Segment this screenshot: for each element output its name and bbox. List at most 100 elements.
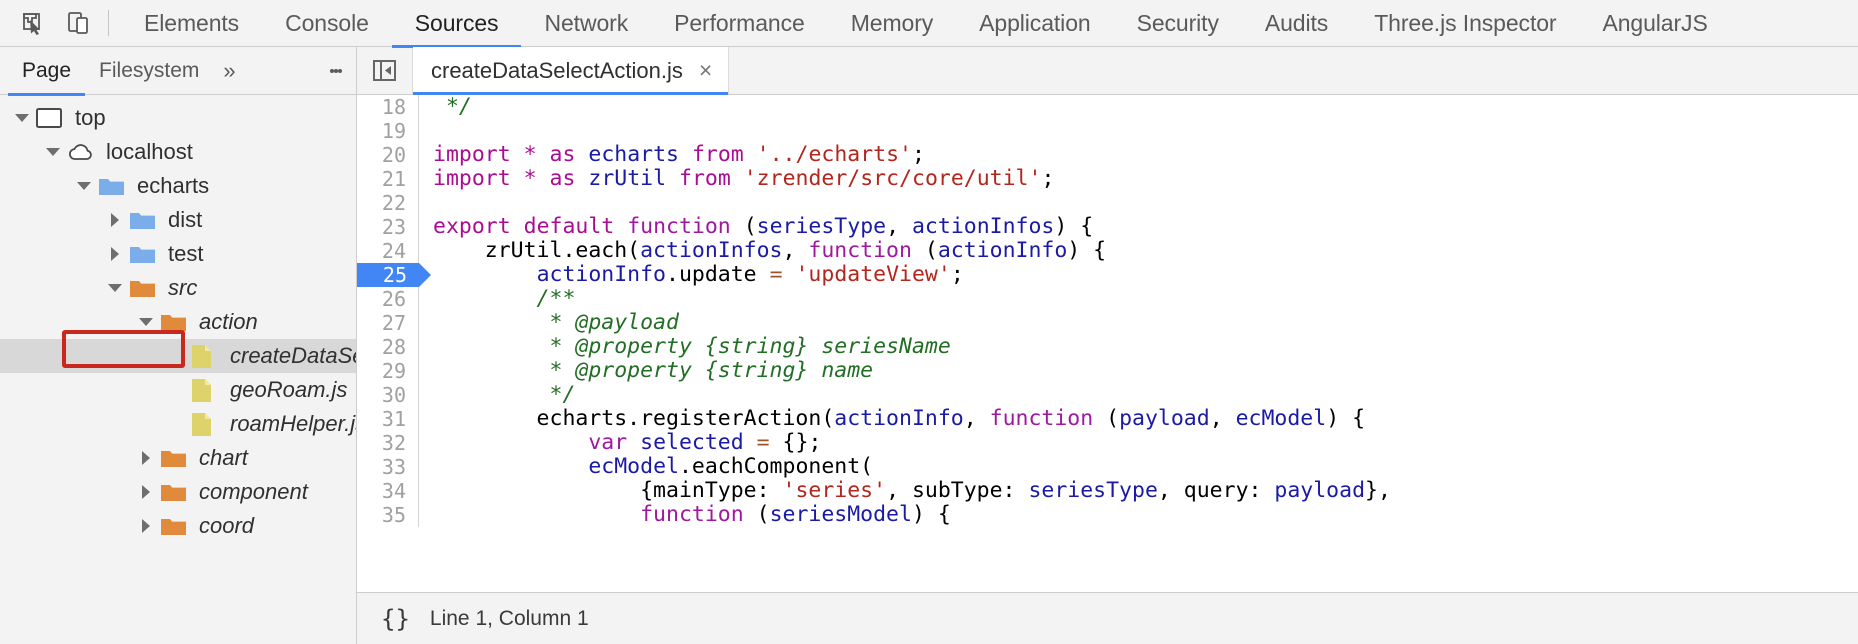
pretty-print-icon[interactable]: {} bbox=[381, 604, 410, 633]
tree-item-src[interactable]: src bbox=[0, 271, 356, 305]
line-number[interactable]: 27 bbox=[357, 311, 419, 335]
tree-item-component[interactable]: component bbox=[0, 475, 356, 509]
code-line-text[interactable]: * @property {string} seriesName bbox=[419, 335, 950, 359]
navigator-tab-page[interactable]: Page bbox=[8, 47, 86, 96]
code-line[interactable]: 35 function (seriesModel) { bbox=[357, 503, 1858, 527]
line-number[interactable]: 29 bbox=[357, 359, 419, 383]
code-line[interactable]: 33 ecModel.eachComponent( bbox=[357, 455, 1858, 479]
line-number[interactable]: 26 bbox=[357, 287, 419, 311]
panel-tab-three-js-inspector[interactable]: Three.js Inspector bbox=[1351, 0, 1579, 47]
line-number[interactable]: 23 bbox=[357, 215, 419, 239]
chevron-down-icon[interactable] bbox=[105, 271, 125, 305]
line-number[interactable]: 22 bbox=[357, 191, 419, 215]
code-line-text[interactable]: import * as zrUtil from 'zrender/src/cor… bbox=[419, 167, 1054, 191]
line-number[interactable]: 19 bbox=[357, 119, 419, 143]
tree-item-echarts[interactable]: echarts bbox=[0, 169, 356, 203]
code-token bbox=[433, 455, 588, 479]
device-toolbar-icon[interactable] bbox=[56, 0, 102, 46]
line-number[interactable]: 34 bbox=[357, 479, 419, 503]
close-icon[interactable]: × bbox=[698, 57, 713, 83]
code-line-text[interactable]: * @payload bbox=[419, 311, 678, 335]
code-line[interactable]: 25 actionInfo.update = 'updateView'; bbox=[357, 263, 1858, 287]
panel-tab-network[interactable]: Network bbox=[521, 0, 651, 47]
code-line-text[interactable]: * @property {string} name bbox=[419, 359, 873, 383]
code-line[interactable]: 34 {mainType: 'series', subType: seriesT… bbox=[357, 479, 1858, 503]
code-line-text[interactable]: {mainType: 'series', subType: seriesType… bbox=[419, 479, 1391, 503]
code-line[interactable]: 32 var selected = {}; bbox=[357, 431, 1858, 455]
panel-tab-angularjs[interactable]: AngularJS bbox=[1579, 0, 1730, 47]
chevron-right-icon[interactable] bbox=[136, 441, 156, 475]
code-line-text[interactable]: function (seriesModel) { bbox=[419, 503, 951, 527]
navigator-more-tabs-icon[interactable]: » bbox=[223, 57, 236, 83]
panel-tab-sources[interactable]: Sources bbox=[391, 0, 522, 48]
chevron-down-icon[interactable] bbox=[43, 135, 63, 169]
code-line-text[interactable]: var selected = {}; bbox=[419, 431, 821, 455]
line-number[interactable]: 31 bbox=[357, 407, 419, 431]
code-line-text[interactable]: */ bbox=[419, 383, 575, 407]
panel-tab-security[interactable]: Security bbox=[1114, 0, 1242, 47]
breakpoint-marker[interactable]: 25 bbox=[357, 263, 431, 287]
code-line[interactable]: 30 */ bbox=[357, 383, 1858, 407]
code-line[interactable]: 24 zrUtil.each(actionInfos, function (ac… bbox=[357, 239, 1858, 263]
tree-item-localhost[interactable]: localhost bbox=[0, 135, 356, 169]
code-line[interactable]: 19 bbox=[357, 119, 1858, 143]
line-number[interactable]: 28 bbox=[357, 335, 419, 359]
tree-item-action[interactable]: action bbox=[0, 305, 356, 339]
code-line-text[interactable]: export default function (seriesType, act… bbox=[419, 215, 1093, 239]
tree-item-test[interactable]: test bbox=[0, 237, 356, 271]
code-line-text[interactable]: */ bbox=[419, 95, 472, 119]
chevron-right-icon[interactable] bbox=[105, 237, 125, 271]
tree-item-roamhelper-js[interactable]: roamHelper.js bbox=[0, 407, 356, 441]
code-line[interactable]: 26 /** bbox=[357, 287, 1858, 311]
more-options-icon[interactable] bbox=[316, 47, 356, 95]
chevron-right-icon[interactable] bbox=[105, 203, 125, 237]
line-number[interactable]: 33 bbox=[357, 455, 419, 479]
editor-tab-createdataselectaction[interactable]: createDataSelectAction.js × bbox=[413, 47, 730, 95]
chevron-down-icon[interactable] bbox=[74, 169, 94, 203]
tree-item-createdataselectaction-js[interactable]: createDataSelectAction.js bbox=[0, 339, 356, 373]
code-token bbox=[731, 167, 744, 191]
navigator-tab-filesystem[interactable]: Filesystem bbox=[85, 47, 213, 95]
line-number[interactable]: 24 bbox=[357, 239, 419, 263]
line-number[interactable]: 18 bbox=[357, 95, 419, 119]
line-number[interactable]: 20 bbox=[357, 143, 419, 167]
tree-item-georoam-js[interactable]: geoRoam.js bbox=[0, 373, 356, 407]
panel-tab-application[interactable]: Application bbox=[956, 0, 1113, 47]
panel-tab-console[interactable]: Console bbox=[262, 0, 392, 47]
code-line-text[interactable]: zrUtil.each(actionInfos, function (actio… bbox=[419, 239, 1106, 263]
code-line[interactable]: 27 * @payload bbox=[357, 311, 1858, 335]
tree-item-chart[interactable]: chart bbox=[0, 441, 356, 475]
line-number[interactable]: 35 bbox=[357, 503, 419, 527]
code-line[interactable]: 31 echarts.registerAction(actionInfo, fu… bbox=[357, 407, 1858, 431]
code-line-text[interactable]: /** bbox=[419, 287, 576, 311]
chevron-right-icon[interactable] bbox=[136, 509, 156, 543]
line-number[interactable]: 32 bbox=[357, 431, 419, 455]
code-line-text[interactable]: import * as echarts from '../echarts'; bbox=[419, 143, 925, 167]
code-line-text[interactable]: ecModel.eachComponent( bbox=[419, 455, 873, 479]
code-line[interactable]: 29 * @property {string} name bbox=[357, 359, 1858, 383]
panel-tab-performance[interactable]: Performance bbox=[651, 0, 828, 47]
inspect-cursor-icon[interactable] bbox=[10, 0, 56, 46]
tree-item-coord[interactable]: coord bbox=[0, 509, 356, 543]
code-line[interactable]: 28 * @property {string} seriesName bbox=[357, 335, 1858, 359]
line-number[interactable]: 30 bbox=[357, 383, 419, 407]
code-line[interactable]: 22 bbox=[357, 191, 1858, 215]
code-line[interactable]: 18 */ bbox=[357, 95, 1858, 119]
panel-tab-memory[interactable]: Memory bbox=[828, 0, 956, 47]
tree-item-dist[interactable]: dist bbox=[0, 203, 356, 237]
code-line-text[interactable]: echarts.registerAction(actionInfo, funct… bbox=[419, 407, 1365, 431]
chevron-down-icon[interactable] bbox=[136, 305, 156, 339]
tree-item-top[interactable]: top bbox=[0, 101, 356, 135]
panel-tab-audits[interactable]: Audits bbox=[1242, 0, 1351, 47]
panel-tab-elements[interactable]: Elements bbox=[121, 0, 262, 47]
chevron-right-icon[interactable] bbox=[136, 475, 156, 509]
chevron-down-icon[interactable] bbox=[12, 101, 32, 135]
line-number[interactable]: 21 bbox=[357, 167, 419, 191]
code-line-text[interactable]: actionInfo.update = 'updateView'; bbox=[419, 263, 964, 287]
show-navigator-icon[interactable] bbox=[357, 47, 413, 94]
